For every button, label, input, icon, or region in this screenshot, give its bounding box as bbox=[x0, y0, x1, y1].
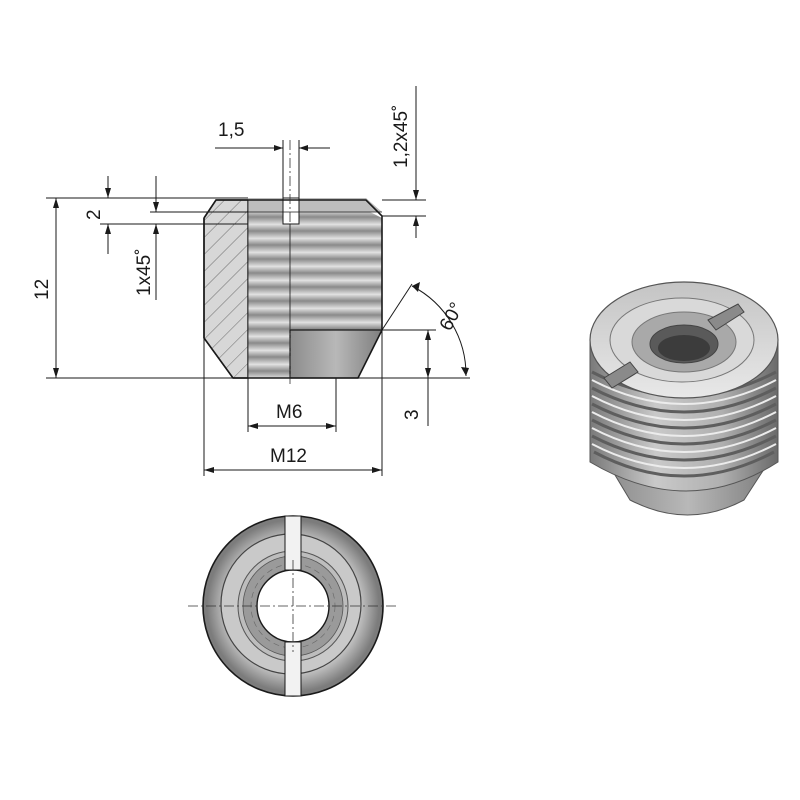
section-hatch bbox=[203, 199, 249, 379]
isometric-view bbox=[589, 281, 779, 516]
dim-thread-inner: M6 bbox=[276, 402, 302, 423]
dim-angle: 60° bbox=[436, 299, 468, 334]
thread-region bbox=[248, 212, 290, 378]
dim-top-chamfer: 1,2x45˚ bbox=[391, 105, 412, 168]
dim-inner-chamfer: 1x45˚ bbox=[134, 248, 155, 296]
dim-depth: 2 bbox=[84, 209, 105, 220]
dim-slot-width: 1,5 bbox=[218, 120, 244, 141]
top-band bbox=[248, 198, 382, 212]
front-section-view bbox=[203, 140, 383, 386]
dim-height: 12 bbox=[32, 279, 53, 300]
dim-thread-outer: M12 bbox=[270, 446, 307, 467]
top-plan-view bbox=[188, 515, 396, 697]
slot bbox=[282, 197, 300, 225]
cone-region bbox=[289, 329, 383, 379]
body-right bbox=[290, 210, 382, 330]
dim-cone-height: 3 bbox=[402, 409, 423, 420]
